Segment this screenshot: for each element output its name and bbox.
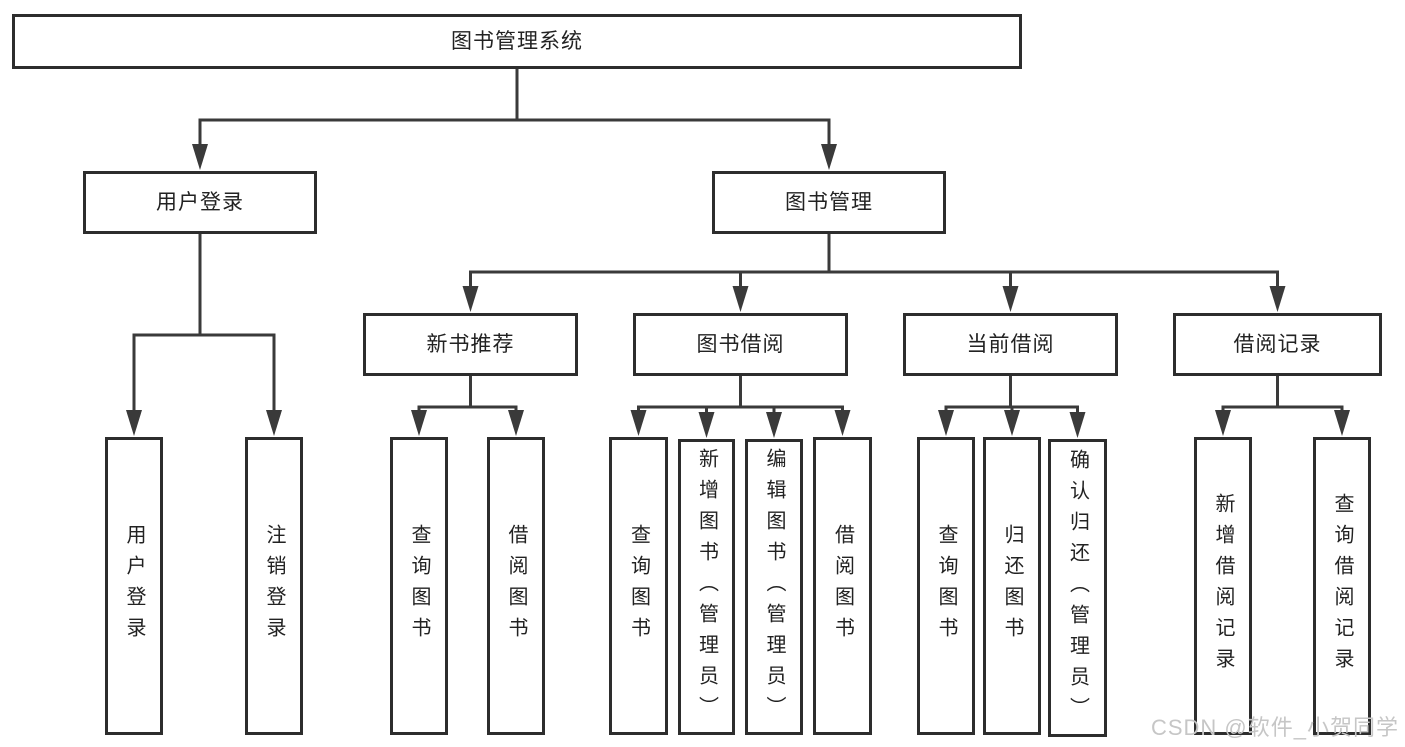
arrowhead-icon	[698, 412, 715, 438]
node-borrowing-records: 借阅记录	[1173, 313, 1382, 376]
node-label: 借阅记录	[1233, 333, 1322, 356]
arrowhead-icon	[732, 286, 749, 312]
arrowhead-icon	[192, 144, 208, 170]
arrowhead-icon	[1004, 410, 1020, 436]
node-label: 当前借阅	[966, 333, 1055, 356]
node-leaf-logout: 注销登录	[245, 437, 303, 735]
node-label: 查询图书	[408, 524, 430, 648]
node-label: 查询借阅记录	[1331, 493, 1353, 679]
arrowhead-icon	[1215, 410, 1231, 436]
node-leaf-recommend-borrow-books: 借阅图书	[487, 437, 545, 735]
node-label: 编辑图书（管理员）	[763, 447, 785, 727]
node-label: 查询图书	[935, 524, 957, 648]
node-label: 新书推荐	[426, 333, 515, 356]
node-label: 借阅图书	[831, 524, 854, 648]
arrowhead-icon	[266, 410, 282, 436]
node-root: 图书管理系统	[12, 14, 1022, 69]
node-label: 图书管理系统	[451, 30, 583, 53]
node-leaf-current-confirm-return: 确认归还（管理员）	[1048, 439, 1107, 737]
arrowhead-icon	[1269, 286, 1286, 312]
node-leaf-user-login: 用户登录	[105, 437, 163, 735]
node-new-book-recommend: 新书推荐	[363, 313, 578, 376]
arrowhead-icon	[1002, 286, 1019, 312]
arrowhead-icon	[1334, 410, 1350, 436]
node-book-borrowing: 图书借阅	[633, 313, 848, 376]
node-leaf-records-add: 新增借阅记录	[1194, 437, 1252, 735]
node-label: 注销登录	[263, 524, 285, 648]
node-label: 借阅图书	[505, 524, 527, 648]
node-leaf-borrow-query-books: 查询图书	[609, 437, 668, 735]
arrowhead-icon	[508, 410, 524, 436]
node-label: 归还图书	[1001, 524, 1023, 648]
node-leaf-current-query-books: 查询图书	[917, 437, 975, 735]
node-leaf-borrow-borrow-books: 借阅图书	[813, 437, 872, 735]
arrowhead-icon	[821, 144, 837, 170]
node-current-borrowing: 当前借阅	[903, 313, 1118, 376]
node-label: 图书借阅	[696, 333, 785, 356]
node-label: 图书管理	[785, 191, 873, 214]
arrowhead-icon	[938, 410, 954, 436]
node-leaf-recommend-query-books: 查询图书	[390, 437, 448, 735]
node-leaf-records-query: 查询借阅记录	[1313, 437, 1371, 735]
node-leaf-current-return-books: 归还图书	[983, 437, 1041, 735]
node-label: 查询图书	[627, 524, 650, 648]
node-label: 新增图书（管理员）	[695, 447, 718, 727]
node-label: 用户登录	[123, 524, 145, 648]
node-label: 新增借阅记录	[1212, 493, 1234, 679]
node-leaf-borrow-add-books: 新增图书（管理员）	[678, 439, 735, 735]
arrowhead-icon	[630, 410, 647, 436]
node-label: 确认归还（管理员）	[1066, 448, 1089, 728]
arrowhead-icon	[766, 412, 782, 438]
node-leaf-borrow-edit-books: 编辑图书（管理员）	[745, 439, 803, 735]
arrowhead-icon	[411, 410, 427, 436]
node-label: 用户登录	[156, 191, 244, 214]
arrowhead-icon	[126, 410, 142, 436]
node-user-login-group: 用户登录	[83, 171, 317, 234]
arrowhead-icon	[462, 286, 479, 312]
node-book-management: 图书管理	[712, 171, 946, 234]
arrowhead-icon	[1069, 412, 1086, 438]
arrowhead-icon	[834, 410, 851, 436]
